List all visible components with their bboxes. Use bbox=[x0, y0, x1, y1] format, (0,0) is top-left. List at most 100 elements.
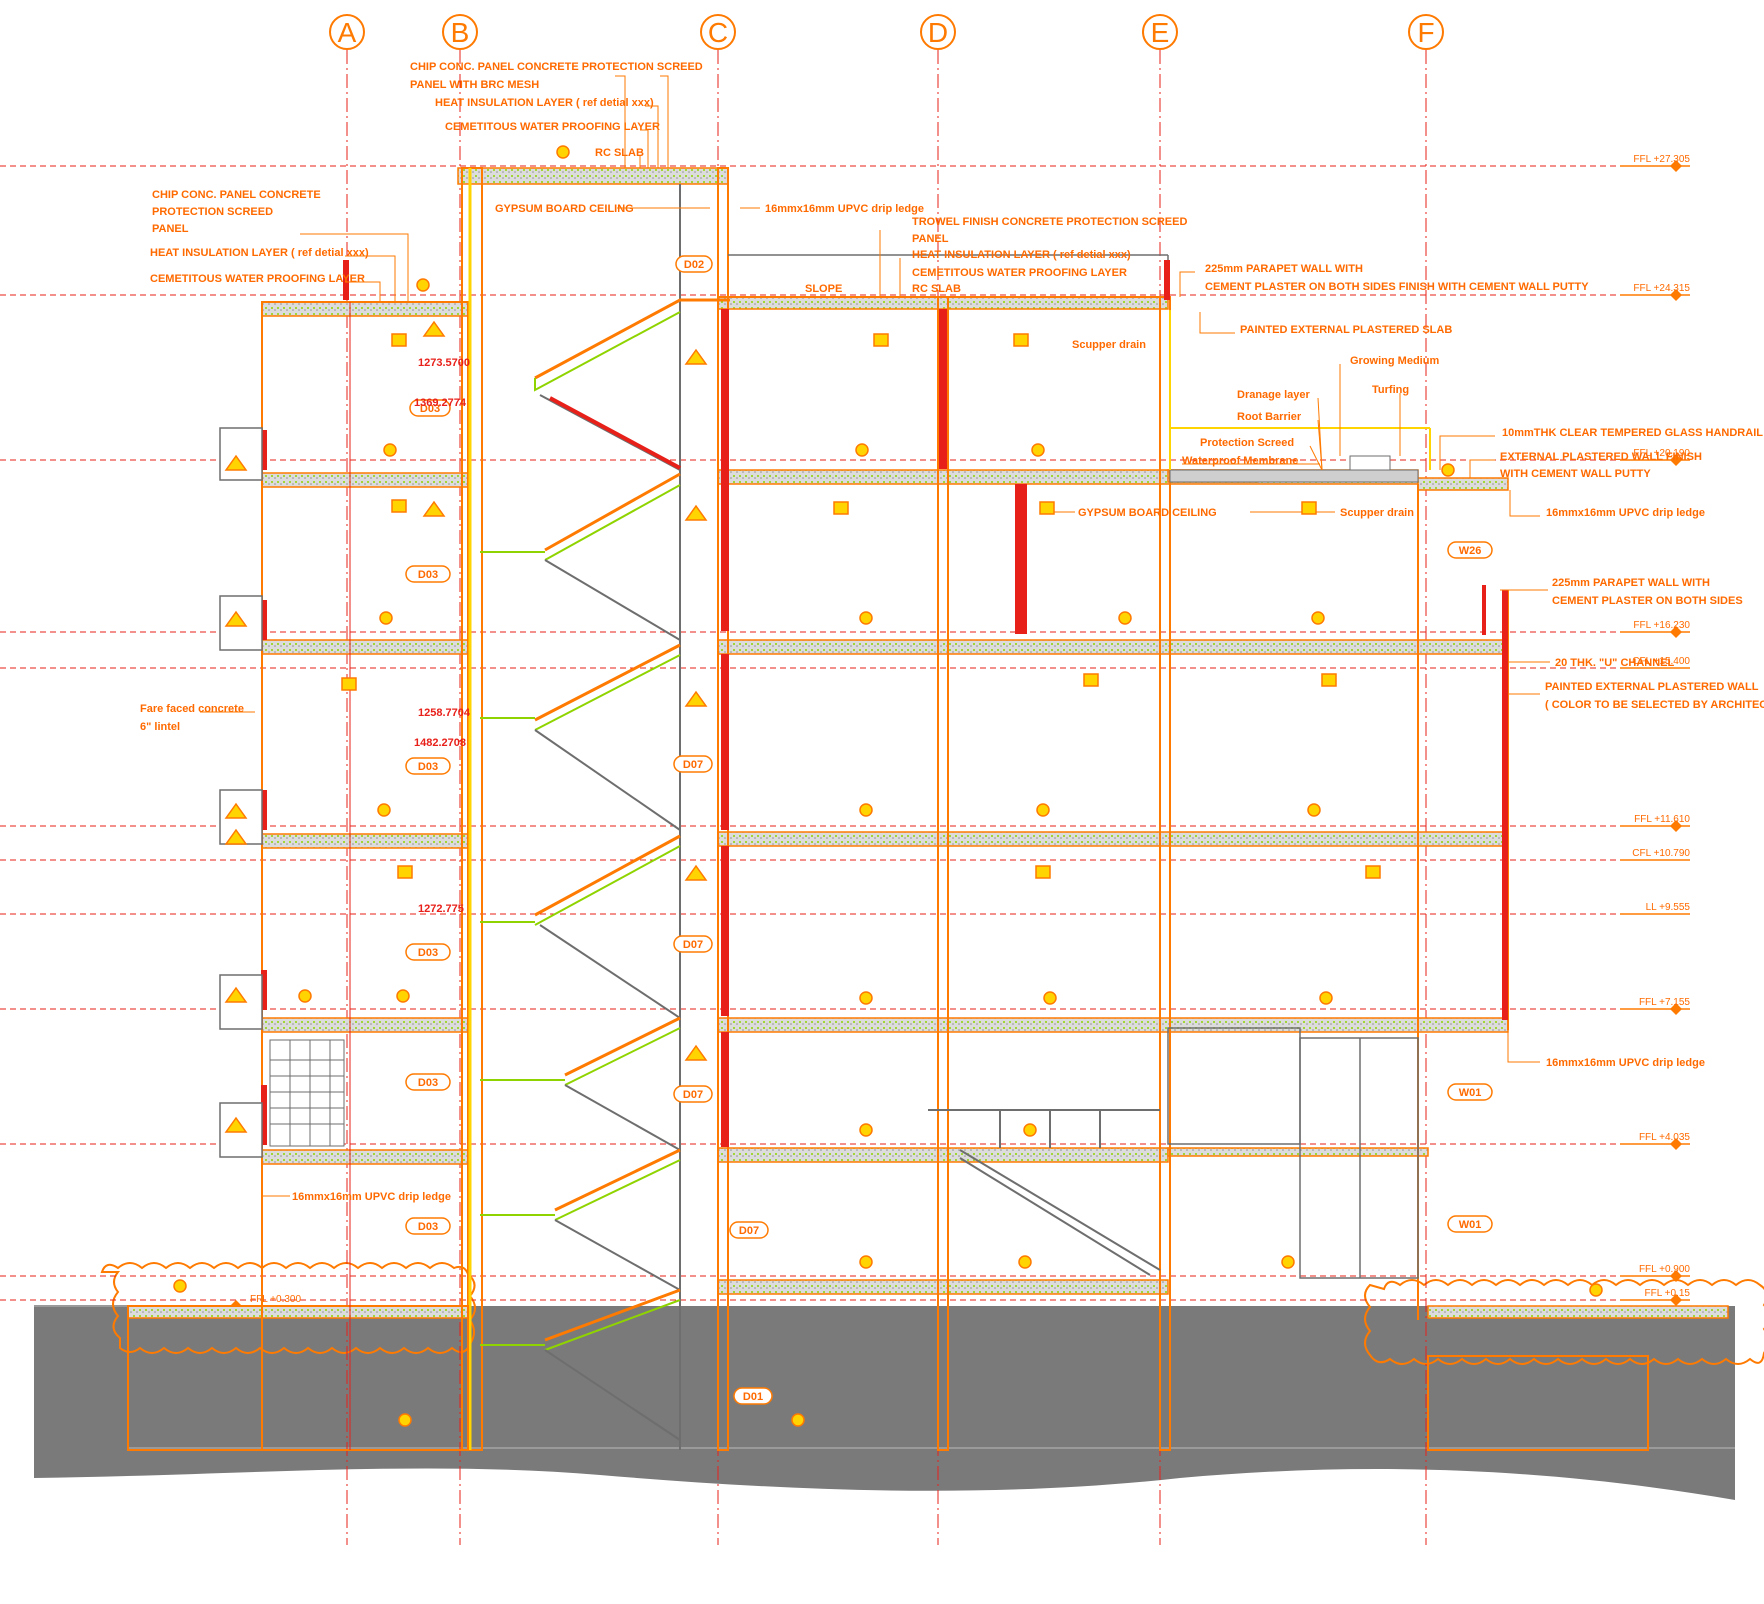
door-tag: D03 bbox=[405, 757, 451, 775]
level-label: FFL +0.900 bbox=[1639, 1264, 1690, 1275]
cloud-right bbox=[1364, 1279, 1764, 1365]
tag-label: D03 bbox=[418, 1221, 438, 1233]
door-tag: D07 bbox=[729, 1221, 769, 1239]
level-label: FFL +16.230 bbox=[1633, 620, 1690, 631]
note: Growing Medium bbox=[1350, 355, 1439, 367]
louver-grid bbox=[269, 1039, 345, 1147]
red-walls bbox=[261, 260, 1508, 1147]
note: CHIP CONC. PANEL CONCRETE PROTECTION SCR… bbox=[410, 61, 703, 73]
level-label: FFL +0.15 bbox=[1645, 1288, 1691, 1299]
note: CHIP CONC. PANEL CONCRETE bbox=[152, 189, 321, 201]
note: Root Barrier bbox=[1237, 411, 1302, 423]
note: RC SLAB bbox=[595, 147, 644, 159]
door-tag: D07 bbox=[673, 935, 713, 953]
grid-label-c: C bbox=[708, 17, 728, 48]
level-label: CFL +10.790 bbox=[1632, 848, 1690, 859]
level-label: FFL +7.155 bbox=[1639, 997, 1690, 1008]
note: Fare faced concrete bbox=[140, 703, 244, 715]
note: RC SLAB bbox=[912, 283, 961, 295]
note: 16mmx16mm UPVC drip ledge bbox=[1546, 507, 1705, 519]
level-marker: FFL +16.230 bbox=[1620, 620, 1690, 638]
annotations: CHIP CONC. PANEL CONCRETE PROTECTION SCR… bbox=[140, 61, 1764, 1203]
grid-bubble-b: B bbox=[442, 14, 478, 50]
note: PAINTED EXTERNAL PLASTERED SLAB bbox=[1240, 324, 1452, 336]
note: 16mmx16mm UPVC drip ledge bbox=[1546, 1057, 1705, 1069]
level-label: FFL +4.035 bbox=[1639, 1132, 1690, 1143]
bay-windows bbox=[219, 427, 263, 1158]
tag-label: D02 bbox=[684, 259, 704, 271]
note: HEAT INSULATION LAYER ( ref detial xxx) bbox=[150, 247, 369, 259]
tag-label: D03 bbox=[418, 1077, 438, 1089]
level-label: FFL +0.300 bbox=[250, 1294, 301, 1305]
level-marker: FFL +0.15 bbox=[1620, 1288, 1690, 1306]
window-tag: W26 bbox=[1447, 541, 1493, 559]
note: PANEL bbox=[912, 233, 949, 245]
tag-label: D07 bbox=[683, 939, 703, 951]
note: EXTERNAL PLASTERED WALL FINISH bbox=[1500, 451, 1702, 463]
door-tag: D03 bbox=[409, 399, 451, 417]
tags: D02 D03 D03 D03 D03 D03 D03 D07 D07 D07 … bbox=[405, 255, 1493, 1405]
door-tag: D07 bbox=[673, 755, 713, 773]
door-tag: D03 bbox=[405, 1073, 451, 1091]
note: Protection Screed bbox=[1200, 437, 1294, 449]
note: Dranage layer bbox=[1237, 389, 1310, 401]
grid-bubble-a: A bbox=[329, 14, 365, 50]
level-marker: FFL +27.305 bbox=[1620, 154, 1690, 172]
grid-label-a: A bbox=[338, 17, 357, 48]
note: 10mmTHK CLEAR TEMPERED GLASS HANDRAIL bbox=[1502, 427, 1763, 439]
fixtures bbox=[173, 145, 1603, 1427]
tag-label: W01 bbox=[1459, 1087, 1482, 1099]
tag-label: D07 bbox=[683, 759, 703, 771]
dim-label: 1258.7704 bbox=[418, 707, 471, 719]
note: 16mmx16mm UPVC drip ledge bbox=[765, 203, 924, 215]
grid-bubbles: A B C D E F bbox=[329, 14, 1444, 50]
note: PANEL WITH BRC MESH bbox=[410, 79, 539, 91]
level-markers: FFL +27.305 FFL +24.315 FFL +20.190 FFL … bbox=[228, 154, 1690, 1312]
level-label: CFL +15.400 bbox=[1632, 656, 1690, 667]
note: 20 THK. "U" CHANNEL bbox=[1555, 657, 1674, 669]
door-tag: D03 bbox=[405, 943, 451, 961]
door-tag: D01 bbox=[733, 1387, 773, 1405]
grid-label-f: F bbox=[1417, 17, 1434, 48]
tag-label: D01 bbox=[743, 1391, 763, 1403]
note: SLOPE bbox=[805, 283, 842, 295]
level-marker: FFL +11.610 bbox=[1620, 814, 1690, 832]
dim-label: 1273.5700 bbox=[418, 357, 470, 369]
floor-slabs bbox=[127, 167, 1729, 1319]
note: GYPSUM BOARD CEILING bbox=[495, 203, 634, 215]
level-lines bbox=[0, 165, 1690, 1301]
note: 225mm PARAPET WALL WITH bbox=[1552, 577, 1710, 589]
level-marker: CFL +15.400 bbox=[1620, 656, 1690, 669]
level-marker: FFL +20.190 bbox=[1620, 448, 1690, 466]
note: PAINTED EXTERNAL PLASTERED WALL bbox=[1545, 681, 1759, 693]
grid-label-e: E bbox=[1151, 17, 1170, 48]
dimension-labels: 1273.5700 1369.2774 1258.7704 1482.2708 … bbox=[414, 357, 471, 915]
note: TROWEL FINISH CONCRETE PROTECTION SCREED bbox=[912, 216, 1187, 228]
grid-label-d: D bbox=[928, 17, 948, 48]
grid-bubble-f: F bbox=[1408, 14, 1444, 50]
note: GYPSUM BOARD CEILING bbox=[1078, 507, 1217, 519]
level-marker: FFL +0.900 bbox=[1620, 1264, 1690, 1282]
grid-bubble-e: E bbox=[1142, 14, 1178, 50]
level-label: FFL +27.305 bbox=[1633, 154, 1690, 165]
note: CEMETITOUS WATER PROOFING LAYER bbox=[445, 121, 660, 133]
window-tag: W01 bbox=[1447, 1215, 1493, 1233]
internal-stair bbox=[928, 1109, 1161, 1276]
facade-windows bbox=[1167, 1027, 1419, 1279]
grid-bubble-d: D bbox=[920, 14, 956, 50]
level-marker: LL +9.555 bbox=[1620, 902, 1690, 915]
note: PANEL bbox=[152, 223, 189, 235]
tag-label: D03 bbox=[418, 569, 438, 581]
note: CEMETITOUS WATER PROOFING LAYER bbox=[150, 273, 365, 285]
note: PROTECTION SCREED bbox=[152, 206, 273, 218]
door-tag: D03 bbox=[405, 565, 451, 583]
note: ( COLOR TO BE SELECTED BY ARCHITECT ) bbox=[1545, 699, 1764, 711]
tag-label: D03 bbox=[418, 761, 438, 773]
leader-lines bbox=[200, 75, 1550, 1197]
dim-label: 1272.775 bbox=[418, 903, 464, 915]
note: 225mm PARAPET WALL WITH bbox=[1205, 263, 1363, 275]
level-marker: FFL +7.155 bbox=[1620, 997, 1690, 1015]
tag-label: W01 bbox=[1459, 1219, 1482, 1231]
roof-garden bbox=[1169, 310, 1431, 483]
